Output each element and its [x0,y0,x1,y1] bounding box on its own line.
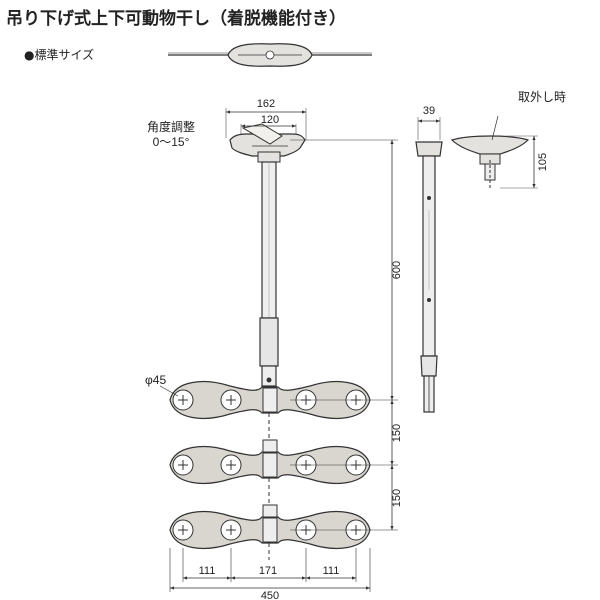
page-title: 吊り下げ式上下可動物干し（着脱機能付き） [6,9,346,29]
dim-spacing-2: 150 [391,489,403,507]
dim-pole-length: 600 [391,261,403,279]
side-view-drawing [415,117,443,413]
section-subtitle: ●標準サイズ [24,48,95,62]
top-view-drawing [168,43,372,67]
front-view-drawing [169,108,371,560]
dim-removed-height: 105 [537,153,549,171]
dimension-lines [159,110,398,592]
dim-total-width: 450 [261,590,279,600]
removed-state-label: 取外し時 [518,90,566,104]
diameter-label: φ45 [145,373,166,387]
dim-side-width: 39 [423,105,435,117]
dim-bottom-center: 171 [259,565,277,577]
dim-spacing-1: 150 [391,424,403,442]
angle-range-label: 0〜15° [153,135,190,149]
dim-bracket-width: 120 [261,114,279,126]
dim-bottom-left: 111 [199,565,216,577]
angle-adjust-label: 角度調整 [147,119,195,134]
removed-state-drawing [450,115,538,190]
dim-bottom-right: 111 [323,565,340,577]
dim-top-width: 162 [257,98,275,110]
